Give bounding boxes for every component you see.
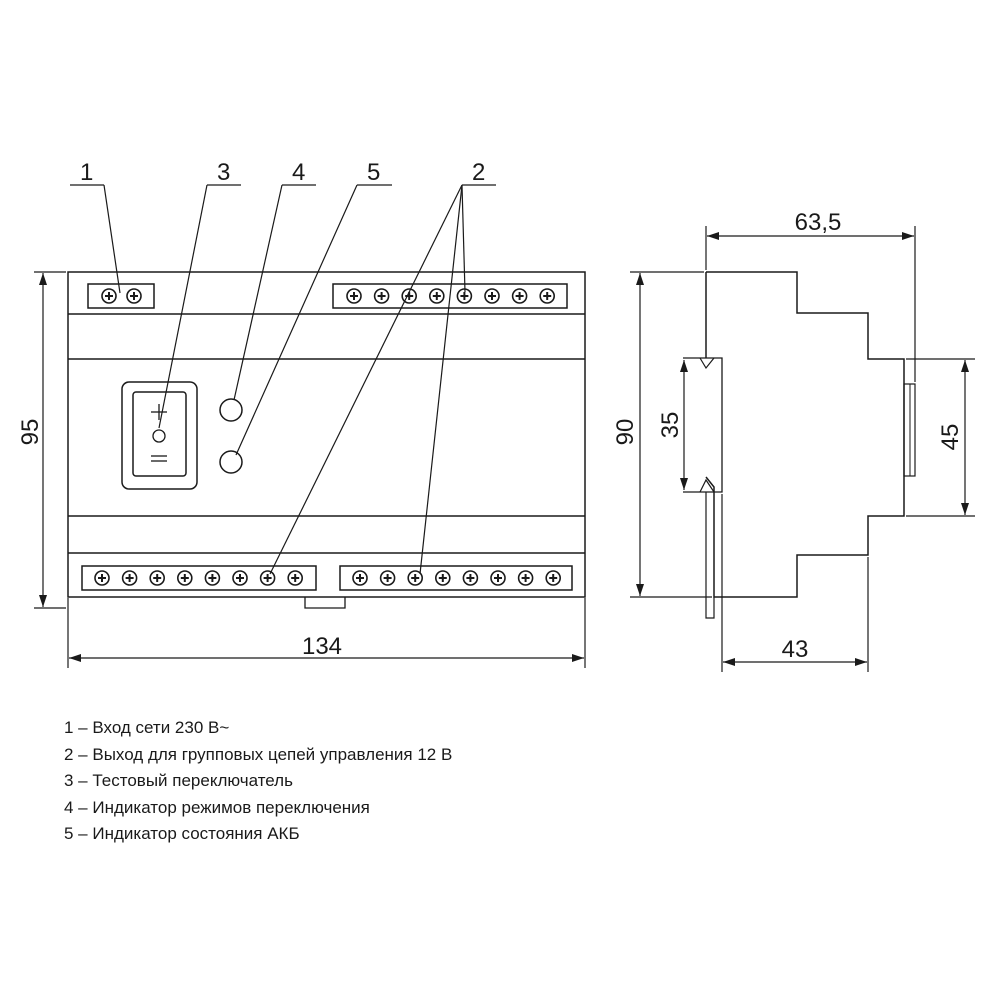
terminal-screw (428, 288, 445, 304)
mode-indicator (219, 398, 243, 422)
din-latch (705, 492, 715, 619)
side-body-outline (705, 271, 905, 598)
terminal-screw (346, 288, 362, 304)
side-view (683, 271, 916, 619)
battery-indicator (219, 450, 243, 474)
dim-side-depth-bottom: 43 (782, 636, 809, 663)
callout-5: 5 (367, 159, 380, 186)
dim-front-height: 95 (17, 419, 44, 446)
terminal-block-input (87, 283, 155, 309)
terminal-screw (539, 288, 556, 304)
front-dimensions (34, 271, 586, 668)
test-switch (121, 381, 198, 490)
legend-item: 4 – Индикатор режимов переключения (64, 797, 370, 817)
side-dimensions (630, 226, 975, 672)
dim-side-rail: 35 (657, 412, 684, 439)
terminal-screw (232, 570, 248, 586)
terminal-screw (121, 570, 138, 586)
dim-front-width: 134 (302, 633, 342, 660)
front-view (67, 271, 586, 609)
terminal-block-bottom-left (81, 565, 317, 591)
callout-leaders (70, 184, 496, 575)
terminal-screw (149, 570, 166, 586)
dim-side-front: 45 (937, 424, 964, 451)
terminal-screw (352, 570, 368, 586)
terminal-screw (204, 570, 221, 586)
callout-labels: 1 3 4 5 2 (80, 159, 485, 186)
dim-side-depth-top: 63,5 (795, 209, 842, 236)
terminal-screw (259, 570, 276, 586)
terminal-screw (379, 570, 396, 586)
terminal-screw (462, 570, 479, 586)
terminal-screw (545, 570, 562, 586)
legend-item: 5 – Индикатор состояния АКБ (64, 824, 300, 843)
callout-3: 3 (217, 159, 230, 186)
terminal-screw (484, 288, 500, 304)
din-clip (304, 597, 346, 609)
terminal-screw (511, 288, 528, 304)
callout-2: 2 (472, 159, 485, 186)
terminal-screw (434, 570, 451, 586)
legend-item: 2 – Выход для групповых цепей управления… (64, 744, 453, 764)
callout-4: 4 (292, 159, 305, 186)
terminal-block-top (332, 283, 568, 309)
dim-side-height: 90 (612, 419, 639, 446)
legend: 1 – Вход сети 230 В~ 2 – Выход для групп… (64, 715, 452, 848)
din-rail-slot (683, 357, 723, 493)
legend-item: 3 – Тестовый переключатель (64, 771, 293, 790)
terminal-screw (517, 570, 534, 586)
terminal-screw (490, 570, 506, 586)
terminal-screw (373, 288, 390, 304)
terminal-screw (94, 570, 110, 586)
terminal-screw (176, 570, 193, 586)
terminal-block-bottom-right (339, 565, 573, 591)
legend-item: 1 – Вход сети 230 В~ (64, 718, 230, 737)
terminal-screw (287, 570, 304, 586)
front-body-outline (67, 271, 586, 598)
callout-1: 1 (80, 159, 93, 186)
